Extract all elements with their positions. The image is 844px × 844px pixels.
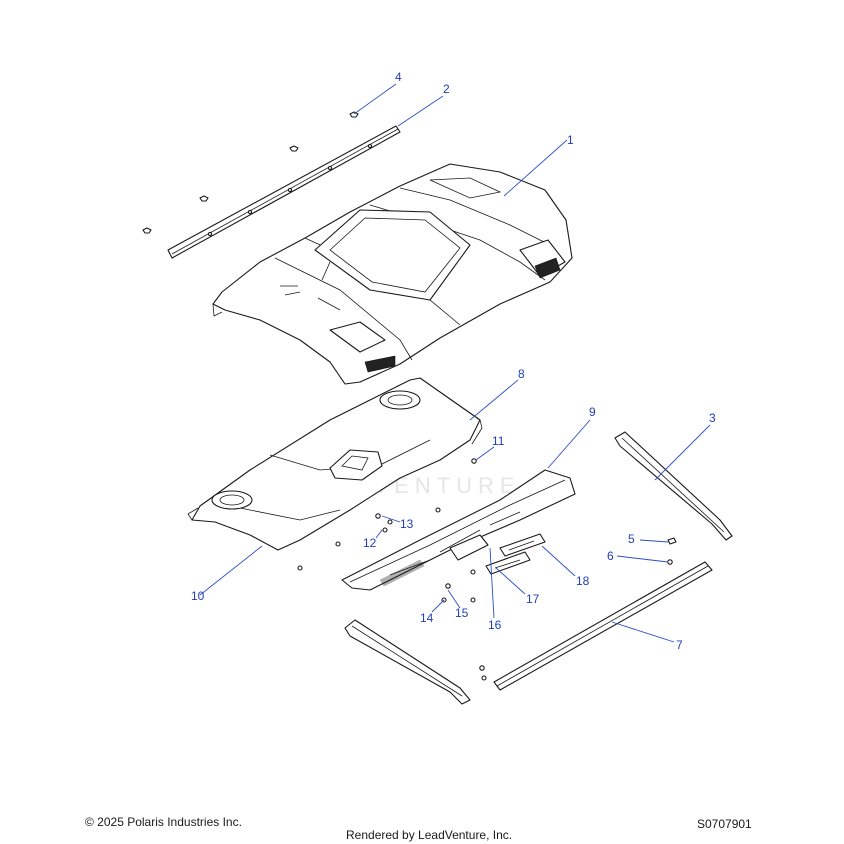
callout-3: 3 xyxy=(709,411,716,425)
callout-14: 14 xyxy=(420,611,434,625)
callout-11: 11 xyxy=(492,434,505,448)
part-3-seal[interactable] xyxy=(614,431,733,541)
callout-labels: 1 2 3 4 5 6 7 8 9 10 11 12 13 14 15 16 1… xyxy=(191,70,716,652)
leader-lines xyxy=(199,83,711,643)
callout-7: 7 xyxy=(676,638,683,652)
callout-13: 13 xyxy=(400,517,414,531)
callout-6: 6 xyxy=(607,549,614,563)
rendered-by-credit: Rendered by LeadVenture, Inc. xyxy=(346,828,513,842)
callout-15: 15 xyxy=(455,606,469,620)
callout-18: 18 xyxy=(576,574,590,588)
callout-4: 4 xyxy=(395,70,402,84)
callout-5: 5 xyxy=(628,532,635,546)
part-9-panel[interactable] xyxy=(341,469,576,591)
left-seal-lower[interactable] xyxy=(344,619,471,705)
part-7-seal[interactable] xyxy=(493,561,713,691)
fasteners[interactable] xyxy=(297,458,677,681)
callout-17: 17 xyxy=(526,592,540,606)
part-17-18-labels[interactable] xyxy=(485,533,546,575)
callout-1: 1 xyxy=(567,133,574,147)
part-4-rivets[interactable] xyxy=(142,111,359,234)
callout-2: 2 xyxy=(443,82,450,96)
part-1-roof[interactable] xyxy=(212,163,573,385)
part-2-rail[interactable] xyxy=(167,125,401,259)
copyright-notice: © 2025 Polaris Industries Inc. xyxy=(85,815,242,829)
callout-9: 9 xyxy=(589,405,596,419)
part-8-headliner[interactable] xyxy=(187,377,483,551)
callout-8: 8 xyxy=(518,367,525,381)
callout-16: 16 xyxy=(488,618,502,632)
callout-12: 12 xyxy=(363,536,377,550)
callout-10: 10 xyxy=(191,589,205,603)
diagram-id: S0707901 xyxy=(697,817,752,831)
